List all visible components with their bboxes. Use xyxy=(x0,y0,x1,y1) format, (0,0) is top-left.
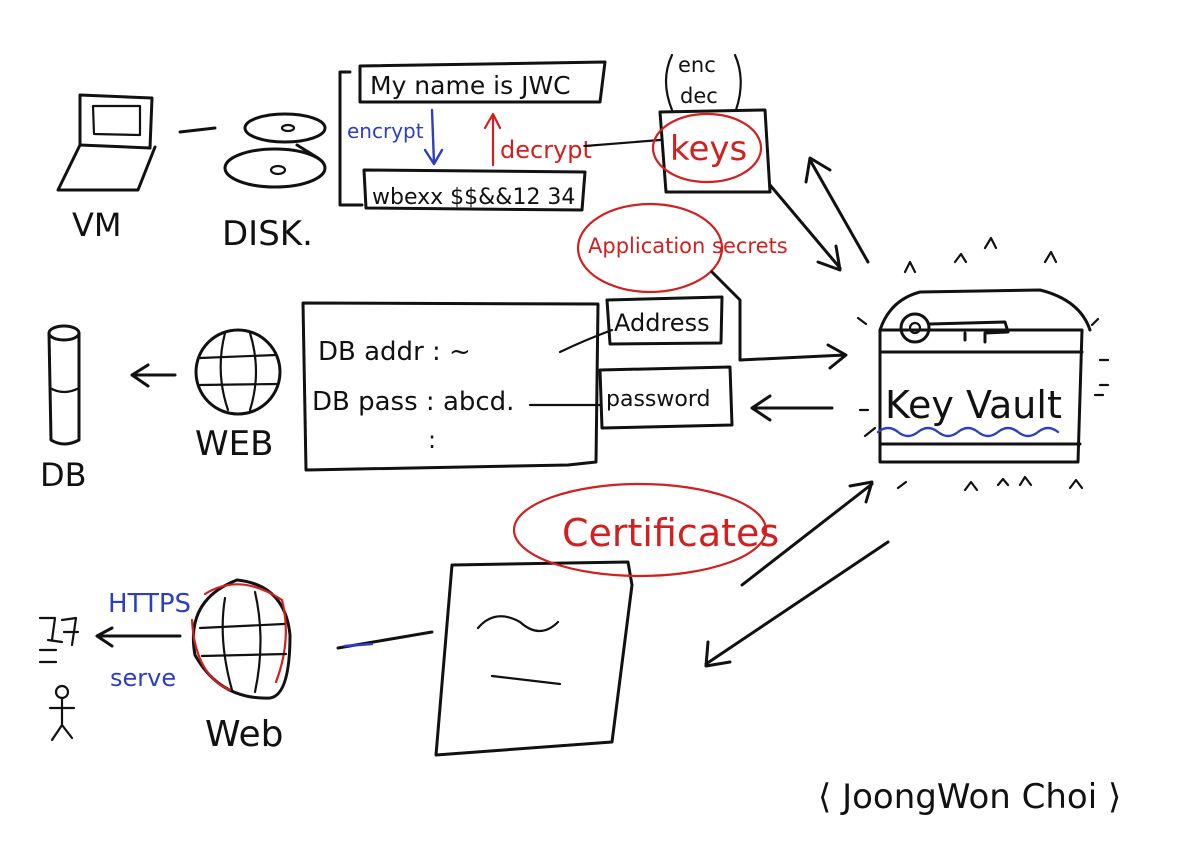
keys-label: keys xyxy=(670,129,747,169)
enc-label: enc xyxy=(678,53,716,77)
signature: ⟨ JoongWon Choi ⟩ xyxy=(818,777,1121,817)
disk-icon xyxy=(223,112,327,189)
address-label: Address xyxy=(614,309,710,337)
certificates-label: Certificates xyxy=(562,511,779,555)
ellipsis: : xyxy=(428,426,436,454)
certificate-icon xyxy=(434,560,634,757)
key-vault-label: Key Vault xyxy=(885,383,1062,427)
db-addr-line: DB addr : ~ xyxy=(318,337,471,367)
address-box: Address xyxy=(605,295,724,346)
key-icon xyxy=(899,312,1010,344)
decrypt-label: decrypt xyxy=(500,136,592,164)
db-pass-line: DB pass : abcd. xyxy=(312,387,514,417)
password-box: password xyxy=(598,365,734,430)
web-label-middle: WEB xyxy=(195,424,273,464)
ciphertext-box: wbexx $$&&12 34 xyxy=(362,168,587,212)
ciphertext-text: wbexx $$&&12 34 xyxy=(372,185,575,210)
app-secrets-label: Application secrets xyxy=(588,234,788,258)
key-vault: Key Vault xyxy=(856,236,1110,492)
underline xyxy=(876,426,1060,438)
https-label: HTTPS xyxy=(108,589,191,619)
password-label: password xyxy=(606,387,710,412)
web-label-bottom: Web xyxy=(205,714,284,755)
globe-icon xyxy=(194,328,282,416)
database-icon xyxy=(47,324,81,446)
laptop-icon xyxy=(56,93,157,192)
keys-box: keys xyxy=(651,108,772,194)
vm-label: VM xyxy=(72,206,122,244)
dec-label: dec xyxy=(680,84,718,108)
encrypt-label: encrypt xyxy=(347,119,424,143)
disk-label: DISK. xyxy=(222,214,313,254)
globe-icon-secure xyxy=(190,578,292,700)
plaintext-box: My name is JWC xyxy=(358,60,607,104)
user-icon xyxy=(38,616,80,742)
app-secrets-callout: Application secrets xyxy=(576,202,788,294)
decrypt-arrow xyxy=(483,112,502,167)
serve-label: serve xyxy=(110,664,176,692)
encrypt-arrow xyxy=(423,108,444,166)
certificates-callout: Certificates xyxy=(512,482,779,578)
plaintext-text: My name is JWC xyxy=(370,71,571,100)
app-secrets-panel: DB addr : ~ DB pass : abcd. : xyxy=(301,301,600,472)
db-label: DB xyxy=(40,456,87,494)
